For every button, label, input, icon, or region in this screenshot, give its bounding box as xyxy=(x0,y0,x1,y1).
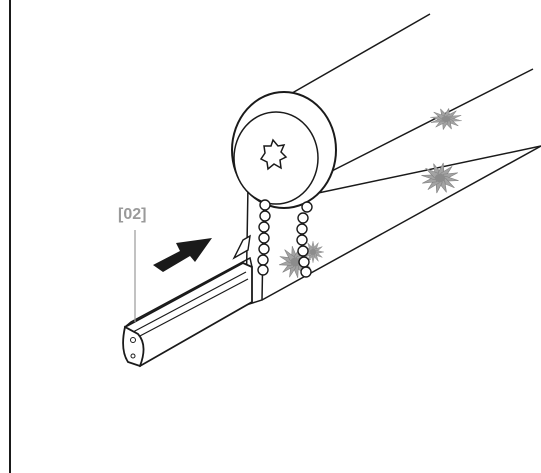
insert-arrow-icon xyxy=(153,238,212,272)
end-cap-bracket xyxy=(231,91,337,209)
star-shaft-icon xyxy=(259,138,288,171)
bottom-rail xyxy=(122,234,253,368)
bead-chain xyxy=(257,199,313,278)
part-callout-label: [02] xyxy=(118,206,147,223)
